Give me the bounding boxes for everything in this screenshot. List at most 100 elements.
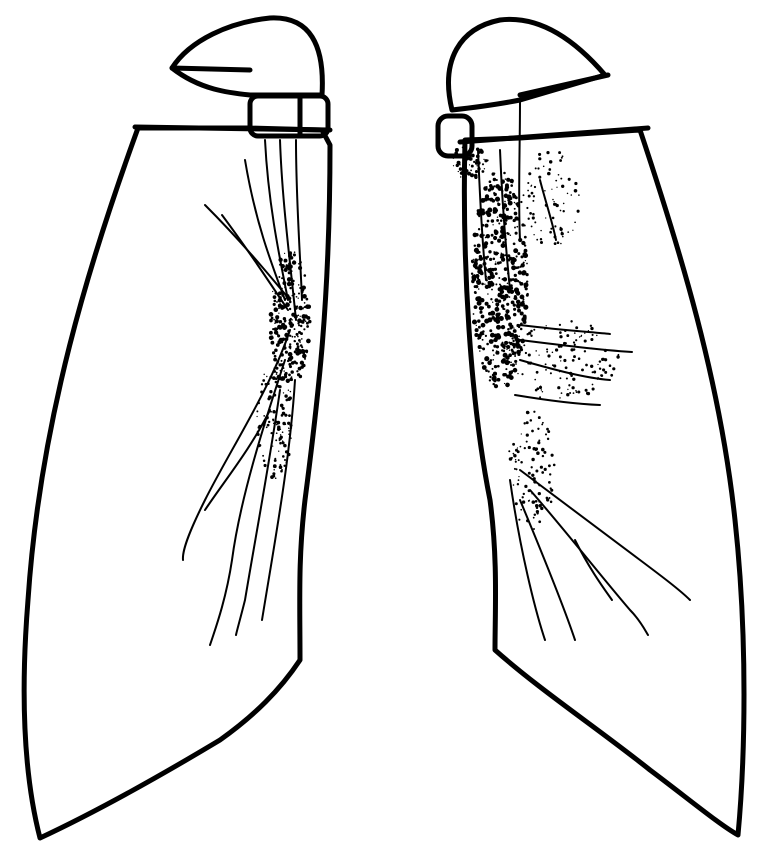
hilar-dot — [298, 324, 300, 326]
hilar-dot — [573, 355, 576, 358]
hilar-dot — [489, 379, 491, 381]
hilar-dot — [518, 519, 520, 521]
hilar-dot — [288, 430, 290, 432]
hilar-dot — [277, 363, 278, 364]
left-lung — [438, 19, 744, 835]
hilar-dot — [593, 371, 596, 374]
hilar-dot — [570, 373, 571, 374]
hilar-dot — [290, 353, 293, 356]
hilar-strand — [540, 180, 556, 240]
hilar-dot — [495, 302, 499, 306]
hilar-dot — [277, 385, 280, 388]
hilar-dot — [511, 257, 516, 262]
hilar-dot — [501, 304, 505, 308]
hilar-dot — [524, 447, 526, 449]
hilar-dot — [484, 283, 485, 284]
hilar-dot — [560, 178, 562, 180]
hilar-dot — [557, 386, 560, 389]
hilar-dot — [489, 184, 493, 188]
hilar-dot — [517, 218, 520, 221]
hilar-dot — [618, 354, 620, 356]
hilar-dot — [289, 346, 292, 349]
hilar-dot — [500, 219, 503, 222]
hilar-dot — [553, 364, 556, 367]
hilar-dot — [510, 371, 513, 374]
hilar-dot — [277, 376, 281, 380]
hilar-dot — [287, 397, 291, 401]
hilar-dot — [508, 259, 511, 262]
hilar-dot — [273, 469, 275, 471]
hilar-dot — [471, 146, 473, 148]
hilar-dot — [575, 326, 578, 329]
hilar-dot — [284, 333, 288, 337]
hilar-dot — [547, 354, 550, 357]
hilar-dot — [554, 236, 557, 239]
hilar-dot — [538, 520, 541, 523]
hilar-dot — [518, 270, 522, 274]
hilar-dot — [522, 300, 525, 303]
hilar-dot — [527, 190, 529, 192]
hilar-dot — [527, 182, 529, 184]
hilar-dot — [280, 370, 282, 372]
hilar-dot — [517, 266, 520, 269]
hilar-dot — [492, 376, 497, 381]
hilar-dot — [271, 335, 273, 337]
hilar-dot — [497, 252, 499, 254]
hilar-dot — [511, 457, 513, 459]
hilar-dot — [508, 296, 510, 298]
hilar-dot — [475, 170, 478, 173]
hilar-dot — [512, 194, 516, 198]
hilar-dot — [289, 343, 291, 345]
hilar-dot — [275, 319, 278, 322]
hilar-dot — [492, 224, 493, 225]
hilar-dot — [616, 355, 619, 358]
hilar-strand — [205, 205, 290, 300]
hilar-dot — [284, 286, 286, 288]
hilar-dot — [511, 265, 516, 270]
hilar-dot — [549, 231, 552, 234]
hilar-dot — [483, 159, 484, 160]
left-lung-top-line — [460, 128, 648, 142]
hilar-dot — [599, 360, 601, 362]
hilar-dot — [569, 178, 570, 179]
hilar-dot — [474, 305, 478, 309]
hilar-dot — [491, 289, 493, 291]
hilar-dot — [538, 484, 540, 486]
hilar-dot — [592, 334, 594, 336]
hilar-dot — [507, 199, 510, 202]
hilar-dot — [293, 293, 295, 295]
hilar-dot — [275, 477, 277, 479]
hilar-dot — [284, 259, 288, 263]
hilar-dot — [506, 178, 510, 182]
hilar-dot — [256, 416, 257, 417]
hilar-dot — [270, 411, 272, 413]
hilar-dot — [559, 397, 561, 399]
hilar-dot — [265, 416, 269, 420]
hilar-dot — [559, 335, 562, 338]
hilar-dot — [536, 512, 538, 514]
hilar-dot — [546, 151, 549, 154]
hilar-dot — [505, 216, 508, 219]
hilar-dot — [526, 441, 528, 443]
hilar-dot — [505, 383, 510, 388]
hilar-dot — [276, 411, 277, 412]
hilar-dot — [566, 334, 569, 337]
hilar-dot — [514, 227, 516, 229]
hilar-dot — [282, 431, 284, 433]
hilar-dot — [285, 337, 289, 341]
hilar-dot — [500, 179, 505, 184]
hilar-dot — [488, 250, 491, 253]
hilar-dot — [526, 434, 529, 437]
hilar-dot — [509, 325, 513, 329]
hilar-dot — [579, 336, 580, 337]
hilar-dot — [542, 455, 544, 457]
hilar-dot — [495, 272, 498, 275]
hilar-dot — [493, 354, 495, 356]
hilar-dot — [542, 422, 544, 424]
hilar-dot — [486, 343, 489, 346]
hilar-dot — [546, 325, 547, 326]
hilar-dot — [458, 171, 459, 172]
hilar-dot — [514, 468, 516, 470]
hilar-dot — [533, 411, 535, 413]
hilar-dot — [503, 300, 505, 302]
